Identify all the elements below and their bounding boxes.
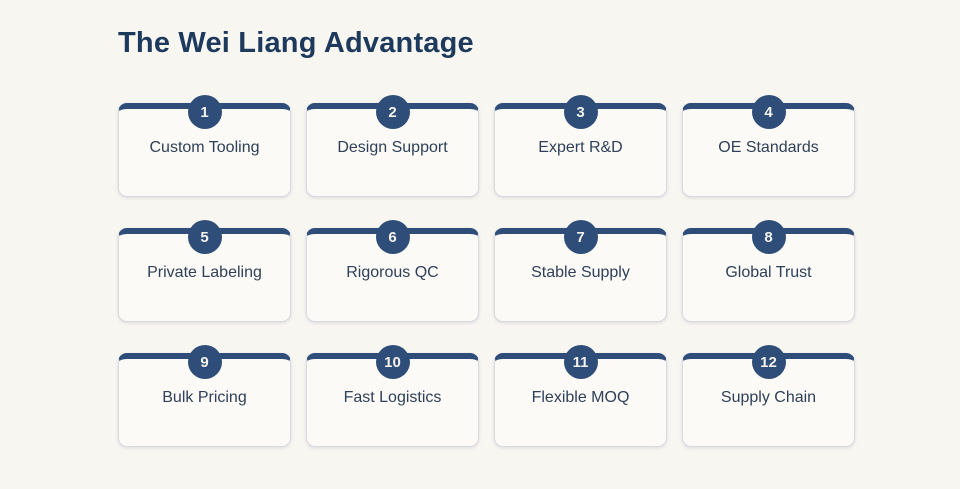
card-number-badge: 7 (563, 220, 598, 255)
card-number-badge: 6 (375, 220, 410, 255)
card-number-badge: 9 (187, 345, 222, 380)
card-label: Fast Logistics (343, 388, 442, 406)
card-number-badge: 8 (751, 220, 786, 255)
card-number-badge: 11 (563, 345, 598, 380)
card-label: Flexible MOQ (531, 388, 630, 406)
advantage-card: 3 Expert R&D (494, 95, 667, 198)
card-number-badge: 3 (563, 95, 598, 130)
card-number-badge: 5 (187, 220, 222, 255)
advantage-card: 10 Fast Logistics (306, 345, 479, 448)
card-number-badge: 10 (375, 345, 410, 380)
card-label: Stable Supply (531, 263, 630, 281)
advantage-card: 8 Global Trust (682, 220, 855, 323)
advantage-card: 1 Custom Tooling (118, 95, 291, 198)
card-number-badge: 1 (187, 95, 222, 130)
card-label: Bulk Pricing (162, 388, 247, 406)
advantage-card: 5 Private Labeling (118, 220, 291, 323)
card-label: Design Support (337, 138, 448, 156)
card-label: Private Labeling (147, 263, 262, 281)
card-label: Expert R&D (538, 138, 623, 156)
advantage-card: 11 Flexible MOQ (494, 345, 667, 448)
advantage-card: 7 Stable Supply (494, 220, 667, 323)
card-label: Global Trust (725, 263, 812, 281)
advantage-cards-grid: 1 Custom Tooling 2 Design Support 3 Expe… (118, 95, 855, 448)
advantage-card: 6 Rigorous QC (306, 220, 479, 323)
advantage-card: 4 OE Standards (682, 95, 855, 198)
card-label: OE Standards (718, 138, 819, 156)
card-label: Custom Tooling (149, 138, 260, 156)
page-title: The Wei Liang Advantage (118, 27, 474, 59)
card-number-badge: 12 (751, 345, 786, 380)
advantage-card: 2 Design Support (306, 95, 479, 198)
advantage-card: 12 Supply Chain (682, 345, 855, 448)
card-number-badge: 4 (751, 95, 786, 130)
card-label: Supply Chain (720, 388, 817, 406)
card-number-badge: 2 (375, 95, 410, 130)
advantage-section: The Wei Liang Advantage 1 Custom Tooling… (118, 27, 855, 448)
card-label: Rigorous QC (346, 263, 439, 281)
advantage-card: 9 Bulk Pricing (118, 345, 291, 448)
